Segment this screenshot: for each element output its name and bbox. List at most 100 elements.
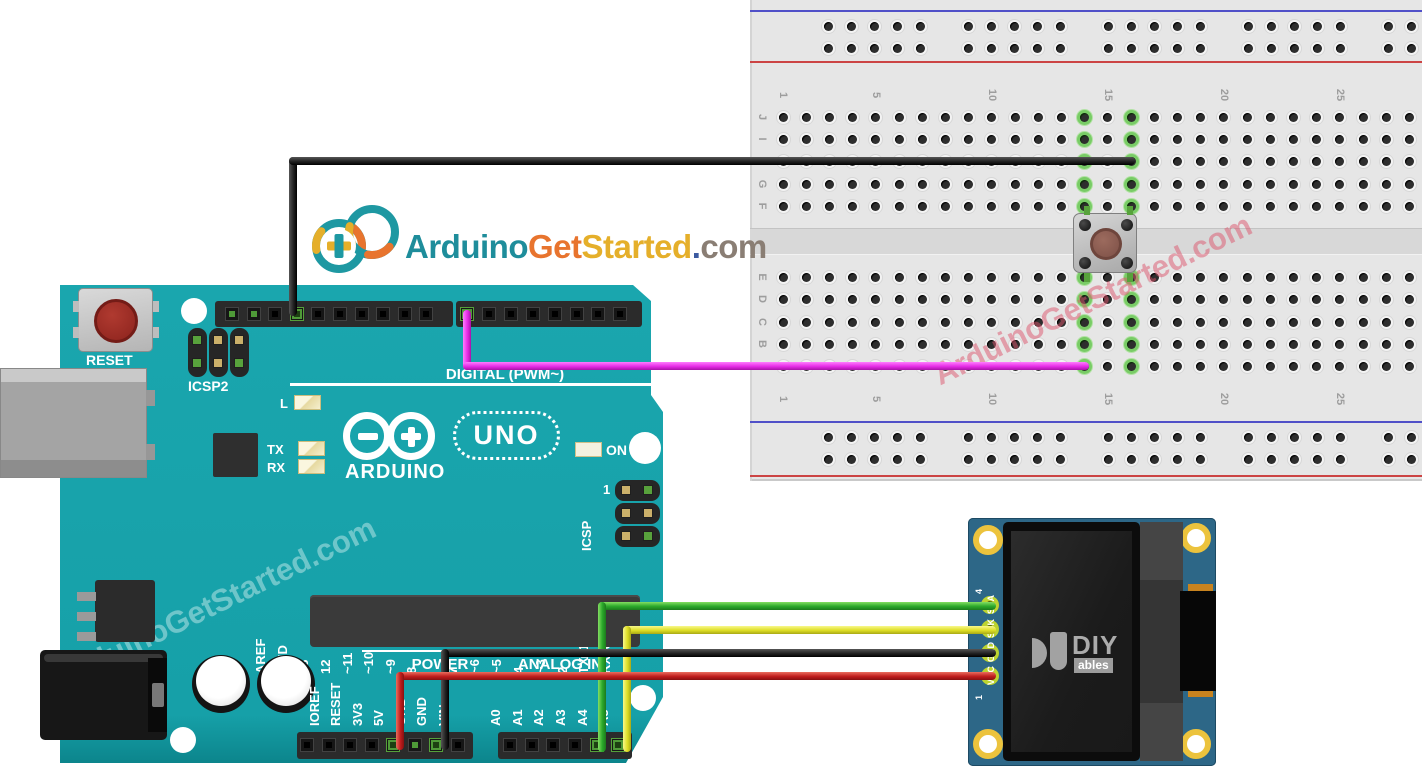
breadboard-hole[interactable] (1033, 272, 1043, 282)
breadboard-hole[interactable] (1219, 361, 1229, 371)
rail-hole[interactable] (846, 432, 856, 442)
breadboard-hole[interactable] (1010, 112, 1020, 122)
rail-hole[interactable] (1009, 21, 1019, 31)
oled-sck-to-a5[interactable] (623, 626, 631, 752)
icsp2-pin[interactable] (213, 358, 223, 368)
pin-4[interactable] (526, 307, 540, 321)
breadboard-hole[interactable] (1172, 294, 1182, 304)
rail-hole[interactable] (1126, 21, 1136, 31)
breadboard-hole[interactable] (1149, 272, 1159, 282)
breadboard-hole[interactable] (824, 179, 834, 189)
breadboard-hole[interactable] (1056, 134, 1066, 144)
breadboard-hole[interactable] (940, 201, 950, 211)
breadboard-hole[interactable] (824, 294, 834, 304)
breadboard-hole[interactable] (1335, 112, 1345, 122)
breadboard-hole[interactable] (1312, 201, 1322, 211)
breadboard-hole[interactable] (940, 179, 950, 189)
breadboard-hole[interactable] (1033, 294, 1043, 304)
rail-hole[interactable] (893, 454, 903, 464)
arduino-gnd-to-breadboard[interactable] (289, 157, 1135, 165)
breadboard-hole[interactable] (1172, 112, 1182, 122)
rail-hole[interactable] (1033, 43, 1043, 53)
pin-~3[interactable] (547, 307, 562, 321)
rail-hole[interactable] (1243, 432, 1253, 442)
rail-hole[interactable] (1336, 21, 1346, 31)
breadboard-hole[interactable] (987, 112, 997, 122)
breadboard-hole[interactable] (1172, 339, 1182, 349)
rail-hole[interactable] (1103, 21, 1113, 31)
rail-hole[interactable] (1406, 454, 1416, 464)
breadboard-hole[interactable] (848, 339, 858, 349)
rail-hole[interactable] (986, 432, 996, 442)
breadboard-hole[interactable] (894, 272, 904, 282)
breadboard-hole[interactable] (1219, 201, 1229, 211)
breadboard-hole[interactable] (894, 339, 904, 349)
rail-hole[interactable] (1126, 43, 1136, 53)
rail-hole[interactable] (963, 454, 973, 464)
pin-GND[interactable] (407, 738, 422, 752)
breadboard-hole[interactable] (894, 317, 904, 327)
pin-unlabeled[interactable] (300, 738, 314, 752)
breadboard-hole[interactable] (1288, 317, 1298, 327)
breadboard-hole[interactable] (917, 294, 927, 304)
rail-hole[interactable] (1149, 454, 1159, 464)
breadboard-hole[interactable] (1172, 134, 1182, 144)
breadboard-hole[interactable] (1172, 156, 1182, 166)
rail-hole[interactable] (1149, 432, 1159, 442)
breadboard-hole[interactable] (940, 317, 950, 327)
icsp2-pin[interactable] (213, 335, 223, 345)
breadboard-hole[interactable] (778, 112, 788, 122)
icsp2-pin[interactable] (192, 335, 202, 345)
breadboard-hole[interactable] (1335, 201, 1345, 211)
pin-~6[interactable] (482, 307, 496, 321)
breadboard-hole[interactable] (1335, 361, 1345, 371)
breadboard-hole[interactable] (778, 317, 788, 327)
pin-3V3[interactable] (364, 738, 379, 752)
rail-hole[interactable] (823, 454, 833, 464)
rail-hole[interactable] (1383, 21, 1393, 31)
rail-hole[interactable] (1149, 21, 1159, 31)
rail-hole[interactable] (1009, 43, 1019, 53)
breadboard-hole[interactable] (1358, 112, 1368, 122)
breadboard-hole[interactable] (801, 294, 811, 304)
breadboard-hole[interactable] (1265, 317, 1275, 327)
rail-hole[interactable] (1336, 43, 1346, 53)
rail-hole[interactable] (1103, 432, 1113, 442)
rail-hole[interactable] (916, 454, 926, 464)
breadboard-hole[interactable] (1358, 156, 1368, 166)
breadboard-hole[interactable] (964, 112, 974, 122)
rail-hole[interactable] (1009, 432, 1019, 442)
breadboard-hole[interactable] (1358, 272, 1368, 282)
breadboard-hole[interactable] (871, 134, 881, 144)
breadboard-hole[interactable] (871, 317, 881, 327)
rail-hole[interactable] (1196, 432, 1206, 442)
icsp-pin[interactable] (643, 485, 653, 495)
breadboard-hole[interactable] (1381, 361, 1391, 371)
breadboard-hole[interactable] (848, 201, 858, 211)
breadboard-hole[interactable] (824, 201, 834, 211)
breadboard-hole[interactable] (1265, 134, 1275, 144)
breadboard-hole[interactable] (1335, 156, 1345, 166)
breadboard-hole[interactable] (1265, 179, 1275, 189)
breadboard-hole[interactable] (1242, 156, 1252, 166)
breadboard-hole[interactable] (1404, 134, 1414, 144)
breadboard-hole[interactable] (894, 294, 904, 304)
breadboard-hole[interactable] (940, 112, 950, 122)
breadboard-hole[interactable] (801, 112, 811, 122)
breadboard-hole[interactable] (1033, 112, 1043, 122)
breadboard-hole[interactable] (1010, 339, 1020, 349)
rail-hole[interactable] (1266, 43, 1276, 53)
breadboard-hole[interactable] (940, 339, 950, 349)
rail-hole[interactable] (846, 43, 856, 53)
breadboard-hole[interactable] (940, 272, 950, 282)
breadboard-hole[interactable] (824, 134, 834, 144)
rail-hole[interactable] (1173, 432, 1183, 442)
breadboard-hole[interactable] (1381, 294, 1391, 304)
breadboard-hole[interactable] (964, 294, 974, 304)
breadboard-hole[interactable] (824, 112, 834, 122)
rail-hole[interactable] (1056, 43, 1066, 53)
breadboard-hole[interactable] (1149, 156, 1159, 166)
reset-button-cap[interactable] (94, 299, 138, 343)
rail-hole[interactable] (1313, 432, 1323, 442)
breadboard-hole[interactable] (1172, 179, 1182, 189)
